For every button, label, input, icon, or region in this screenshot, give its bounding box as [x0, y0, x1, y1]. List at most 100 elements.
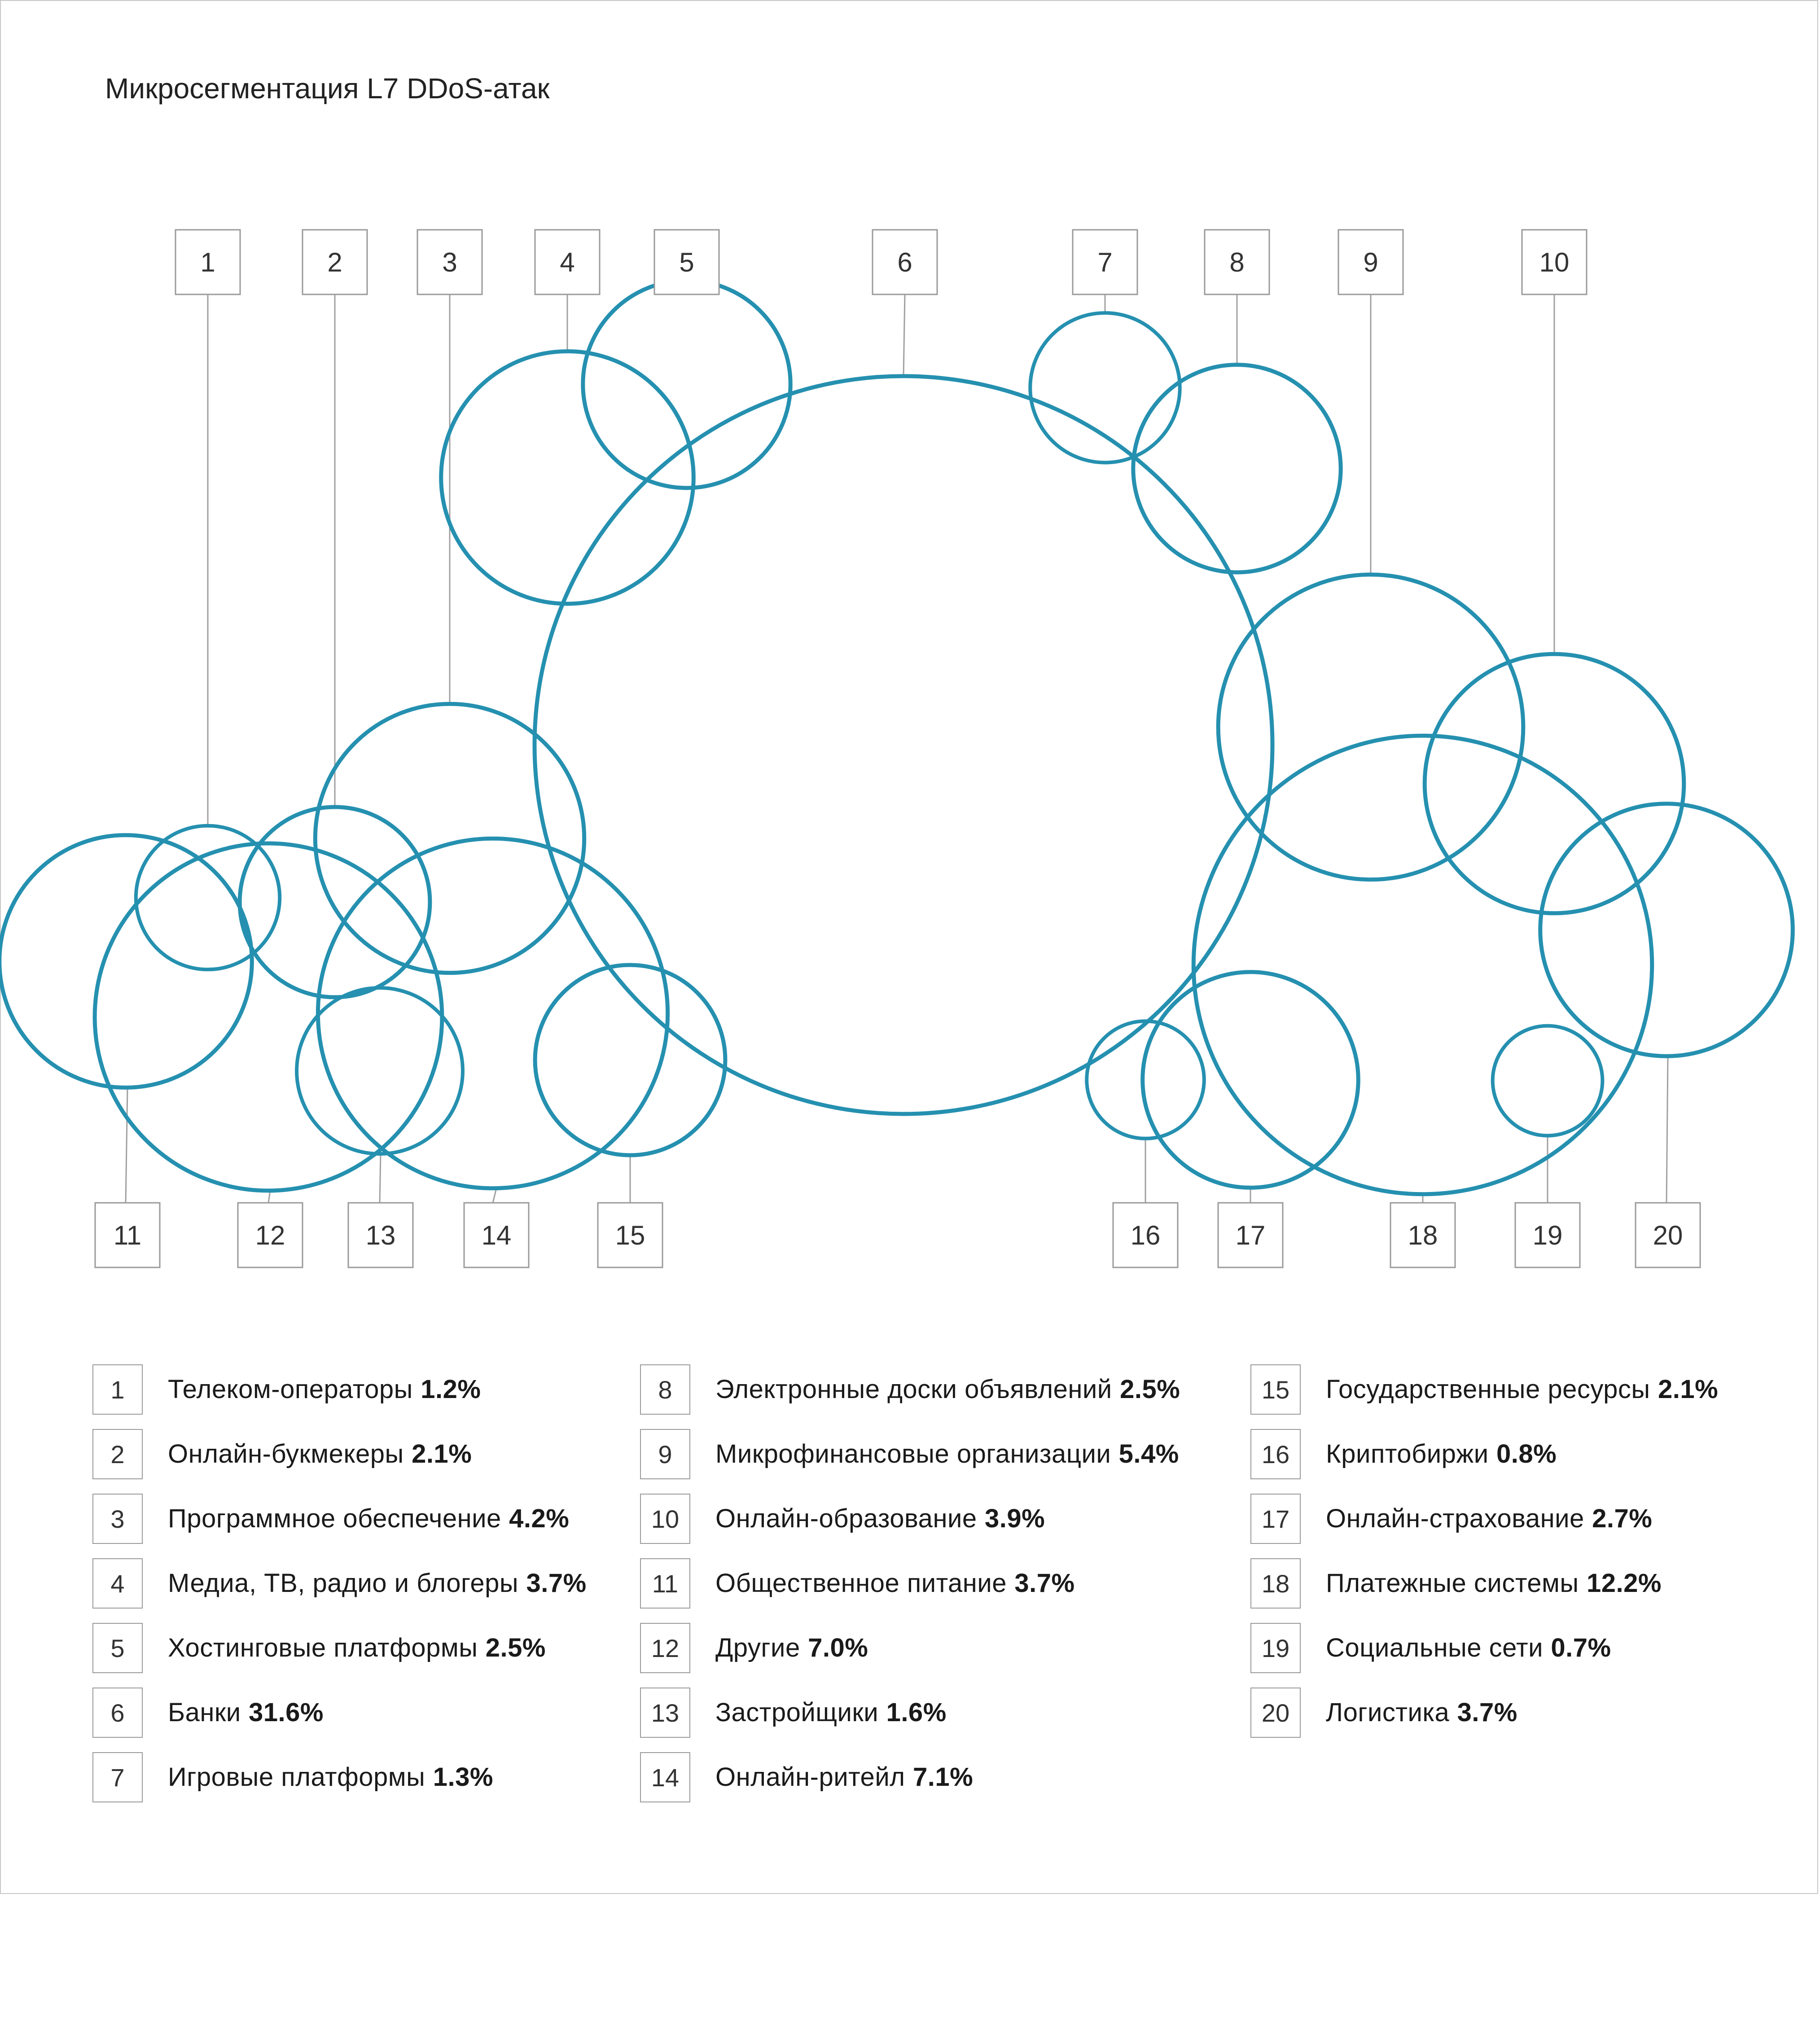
label-box-2 [302, 229, 368, 295]
bubble-13 [295, 986, 465, 1156]
label-box-19 [1514, 1202, 1581, 1268]
legend-number: 6 [92, 1688, 143, 1738]
legend-value: 31.6% [249, 1698, 324, 1727]
bubble-1 [134, 824, 282, 972]
leader-line-11 [125, 1087, 128, 1203]
label-box-number-6: 6 [897, 247, 912, 277]
label-box-number-18: 18 [1408, 1220, 1438, 1250]
bubble-5 [581, 278, 793, 490]
legend-label: Микрофинансовые организации [715, 1439, 1111, 1469]
bubble-8 [1131, 363, 1343, 574]
legend-value: 2.1% [412, 1439, 472, 1469]
legend-label: Онлайн-букмекеры [168, 1439, 404, 1469]
label-box-number-13: 13 [366, 1220, 396, 1250]
legend-value: 2.5% [485, 1633, 546, 1662]
bubbles [0, 278, 1795, 1197]
label-box-9 [1338, 229, 1404, 295]
label-box-number-20: 20 [1653, 1220, 1683, 1250]
legend-label: Логистика [1326, 1698, 1450, 1727]
label-box-number-9: 9 [1363, 247, 1378, 277]
label-box-number-8: 8 [1229, 247, 1244, 277]
legend-value: 12.2% [1586, 1569, 1662, 1598]
leader-line-20 [1666, 1056, 1669, 1203]
label-box-number-19: 19 [1533, 1220, 1563, 1250]
bubble-20 [1538, 802, 1795, 1058]
bubble-3 [313, 701, 587, 975]
legend-value: 0.7% [1551, 1633, 1611, 1662]
label-box-number-11: 11 [114, 1220, 141, 1250]
bubble-15 [533, 963, 728, 1157]
legend-number: 5 [92, 1623, 143, 1673]
legend-label: Другие [715, 1633, 800, 1662]
legend-value: 1.3% [433, 1762, 493, 1792]
bubble-17 [1140, 970, 1360, 1190]
label-box-13 [347, 1202, 414, 1268]
legend-number: 20 [1250, 1688, 1301, 1738]
label-box-15 [597, 1202, 663, 1268]
legend-value: 3.7% [1457, 1698, 1517, 1727]
legend-value: 5.4% [1118, 1439, 1179, 1469]
label-box-number-15: 15 [615, 1220, 645, 1250]
legend-value: 3.7% [1014, 1569, 1075, 1598]
bubble-2 [237, 805, 432, 999]
label-box-1 [175, 229, 241, 295]
label-box-4 [534, 229, 601, 295]
legend-label: Онлайн-страхование [1326, 1504, 1584, 1533]
label-box-11 [94, 1202, 161, 1268]
legend-label: Онлайн-ритейл [715, 1762, 905, 1792]
legend-label: Застройщики [715, 1698, 879, 1727]
legend-number: 10 [640, 1494, 690, 1544]
legend-value: 2.1% [1658, 1375, 1719, 1404]
leader-line-14 [492, 1188, 497, 1203]
legend-label: Медиа, ТВ, радио и блогеры [168, 1569, 519, 1598]
legend-label: Общественное питание [715, 1569, 1007, 1598]
label-box-3 [417, 229, 483, 295]
legend-number: 12 [640, 1623, 690, 1673]
label-box-14 [463, 1202, 530, 1268]
legend-number: 11 [640, 1558, 690, 1609]
bubble-16 [1085, 1019, 1206, 1140]
legend-value: 1.6% [886, 1698, 947, 1727]
bubble-9 [1216, 572, 1526, 882]
bubble-10 [1422, 652, 1686, 916]
legend-number: 4 [92, 1558, 143, 1609]
leader-lines [125, 280, 1669, 1203]
legend-text: Другие 7.0% [715, 1623, 868, 1673]
legend-text: Онлайн-букмекеры 2.1% [168, 1429, 472, 1479]
bubble-12 [92, 841, 444, 1193]
label-box-12 [237, 1202, 303, 1268]
legend-number: 8 [640, 1364, 690, 1415]
bubble-11 [0, 833, 254, 1090]
legend-value: 2.5% [1120, 1375, 1180, 1404]
legend-value: 2.7% [1592, 1504, 1653, 1533]
label-box-10 [1521, 229, 1588, 295]
legend-value: 3.9% [985, 1504, 1045, 1533]
legend-value: 7.0% [808, 1633, 868, 1662]
label-box-5 [653, 229, 720, 295]
legend-value: 7.1% [912, 1762, 974, 1792]
legend-number: 16 [1250, 1429, 1301, 1479]
legend-label: Государственные ресурсы [1326, 1375, 1650, 1404]
label-box-17 [1217, 1202, 1284, 1268]
legend-number: 13 [640, 1688, 690, 1738]
label-box-number-12: 12 [255, 1220, 285, 1250]
leader-line-6 [903, 294, 906, 377]
label-box-number-5: 5 [679, 247, 694, 277]
legend-label: Электронные доски объявлений [715, 1375, 1112, 1404]
legend-number: 9 [640, 1429, 690, 1479]
label-box-number-10: 10 [1539, 247, 1570, 277]
bubble-14 [316, 836, 670, 1191]
